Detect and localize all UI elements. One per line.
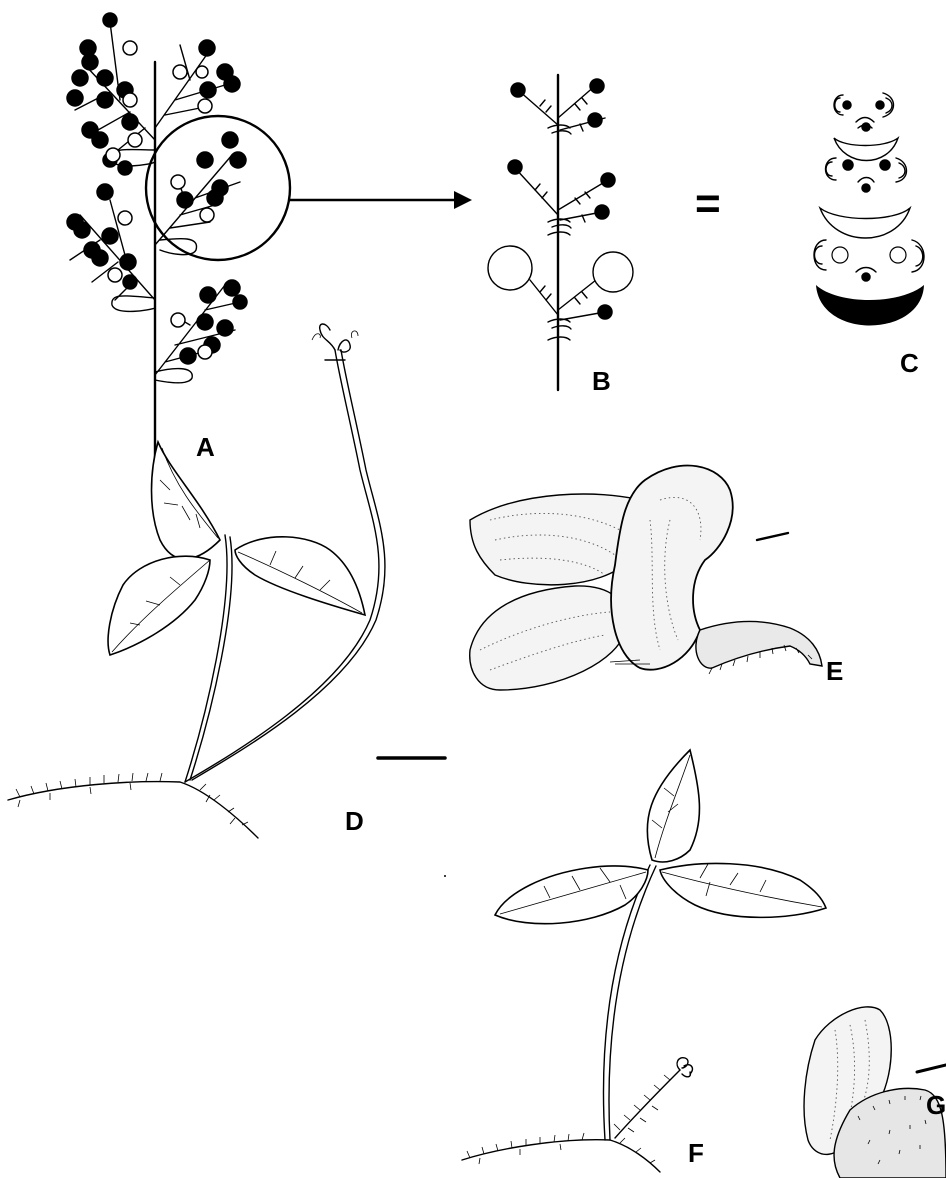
speck (444, 875, 446, 877)
panel-label-f: F (688, 1138, 704, 1168)
equals-sign: = (695, 179, 721, 228)
panel-label-d: D (345, 806, 364, 836)
panel-d-plant (8, 324, 445, 838)
panel-g-flower (804, 1007, 946, 1178)
panel-c-floral-diagram (814, 93, 924, 326)
panel-label-a: A (196, 432, 215, 462)
panel-label-e: E (826, 656, 843, 686)
panel-label-c: C (900, 348, 919, 378)
panel-label-b: B (592, 366, 611, 396)
panel-a-inflorescence (67, 13, 472, 468)
panel-b-branch-detail (488, 75, 633, 390)
panel-f-plant (462, 750, 826, 1172)
panel-label-g: G (926, 1090, 946, 1120)
panel-e-flower (470, 466, 822, 690)
